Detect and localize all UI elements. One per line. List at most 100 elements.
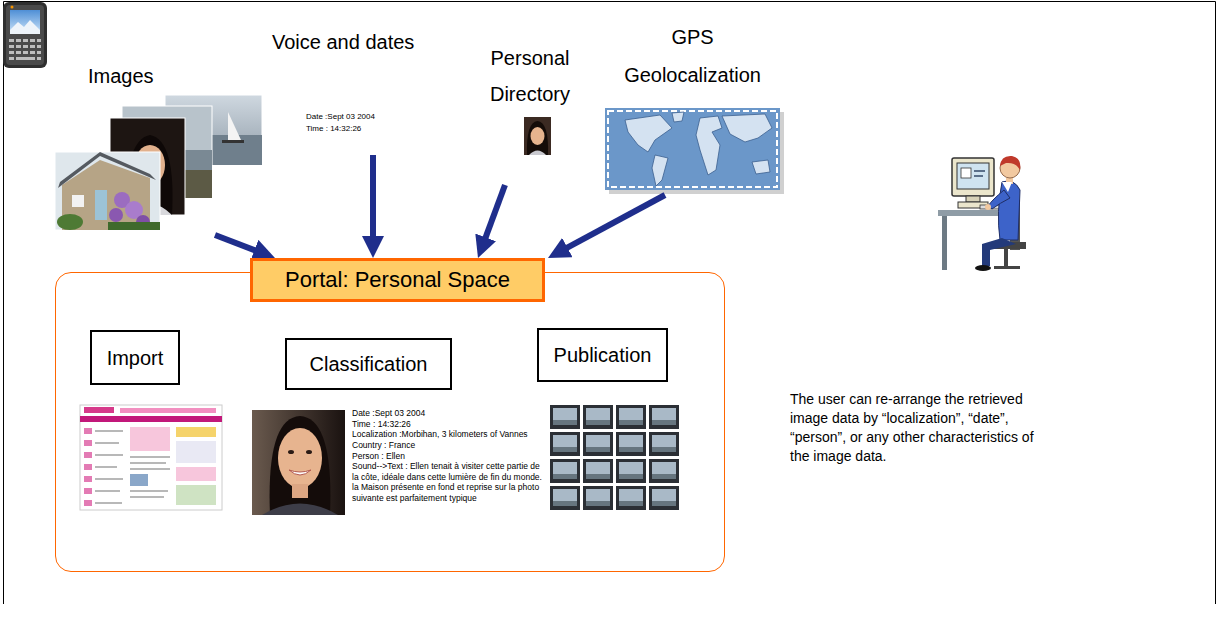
phone-icon xyxy=(16,51,21,54)
import-screenshot xyxy=(84,428,92,506)
phone-icon xyxy=(11,6,14,9)
import-screenshot xyxy=(80,405,222,510)
process-box: Import xyxy=(90,330,180,385)
photo-stack xyxy=(108,222,160,230)
import-screenshot xyxy=(130,490,168,492)
contact-photo xyxy=(524,117,551,155)
import-screenshot xyxy=(130,474,148,486)
phone-icon xyxy=(10,10,40,34)
import-screenshot xyxy=(95,502,122,504)
flow-arrow xyxy=(370,155,376,244)
connector-group xyxy=(215,155,665,253)
computer-user-clipart xyxy=(974,170,985,172)
import-screenshot xyxy=(130,462,166,464)
person-photo xyxy=(292,484,308,498)
world-map xyxy=(605,108,784,194)
phone-icon xyxy=(9,39,41,60)
text-slot: Time : 14:32:26 xyxy=(306,124,361,134)
source-label: Personal Directory xyxy=(478,40,582,112)
metadata-text: Localization :Morbihan, 3 kilometers of … xyxy=(352,429,547,440)
import-screenshot xyxy=(176,427,216,437)
phone-icon xyxy=(37,45,41,48)
phone-icon xyxy=(9,39,14,42)
person-photo xyxy=(252,410,345,515)
phone-icon xyxy=(6,5,44,65)
import-screenshot xyxy=(80,405,222,510)
text-slot: Voice and dates xyxy=(272,30,414,54)
metadata-text: Sound-->Text : Ellen tenait à visiter ce… xyxy=(352,461,547,504)
import-screenshot xyxy=(95,478,123,480)
directory-source: Personal Directory xyxy=(468,40,592,185)
flow-arrow xyxy=(215,235,262,253)
gps-source: GPS Geolocalization xyxy=(600,18,785,195)
import-screenshot xyxy=(84,440,92,446)
computer-user-clipart xyxy=(942,216,947,270)
import-screenshot xyxy=(80,416,222,422)
world-map xyxy=(608,111,777,187)
import-screenshot xyxy=(95,430,123,432)
person-photo xyxy=(278,428,322,488)
import-screenshot xyxy=(130,456,170,458)
world-map xyxy=(672,112,684,122)
phone-icon xyxy=(37,51,41,54)
phone-icon xyxy=(10,20,40,34)
phone-icon xyxy=(30,39,35,42)
import-screenshot xyxy=(176,485,216,505)
import-screenshot xyxy=(84,464,92,470)
phone-icon xyxy=(3,2,47,68)
import-screenshot xyxy=(176,441,216,463)
computer-user-clipart xyxy=(1000,156,1020,170)
computer-user-clipart xyxy=(966,196,980,202)
phone-icon xyxy=(9,57,14,60)
person-photo xyxy=(262,504,338,516)
source-detail: Date :Sept 03 2004 xyxy=(306,112,375,122)
contact-photo xyxy=(524,117,551,155)
portal-heading-box: Portal: Personal Space xyxy=(250,258,545,302)
photo-stack xyxy=(109,208,123,222)
source-label: Images xyxy=(88,64,154,88)
import-screenshot xyxy=(120,408,216,413)
photo-stack xyxy=(58,152,156,188)
person-photo xyxy=(288,450,294,454)
computer-user-clipart xyxy=(975,265,991,271)
computer-user-clipart xyxy=(994,266,1020,269)
import-screenshot xyxy=(95,466,117,468)
text-slot: Images xyxy=(88,64,154,88)
figure-frame xyxy=(4,2,1216,605)
voice-source: Voice and datesDate :Sept 03 2004Time : … xyxy=(265,28,460,155)
computer-user-clipart xyxy=(957,163,989,189)
description-note-block: The user can re-arrange the retrieved im… xyxy=(790,390,1048,466)
person-photo xyxy=(306,450,312,454)
publication-thumbnails xyxy=(550,405,679,510)
phone-icon xyxy=(30,45,35,48)
computer-user-clipart xyxy=(1004,249,1008,267)
import-screenshot xyxy=(84,452,92,458)
figure-frame xyxy=(4,2,1216,605)
box-label: Classification xyxy=(310,352,428,376)
source-label: Voice and dates xyxy=(272,30,414,54)
text-slot: Personal Directory xyxy=(478,40,582,112)
world-map xyxy=(752,160,770,174)
import-screenshot xyxy=(84,476,92,482)
flow-arrow xyxy=(483,185,505,245)
contact-photo xyxy=(531,127,545,145)
import-screenshot xyxy=(95,490,120,492)
world-map xyxy=(625,115,672,152)
source-detail: Time : 14:32:26 xyxy=(306,124,361,134)
computer-user-clipart xyxy=(998,181,1020,240)
image-source: Images xyxy=(55,62,265,235)
photo-stack xyxy=(95,190,107,220)
text-slot: GPS Geolocalization xyxy=(618,18,768,94)
computer-user-clipart xyxy=(952,158,994,196)
photo-stack xyxy=(72,195,84,207)
phone-icon xyxy=(37,39,41,42)
import-screenshot xyxy=(84,428,92,434)
phone-icon xyxy=(16,39,21,42)
phone-icon xyxy=(30,51,35,54)
import-screenshot xyxy=(84,488,92,494)
computer-user-clipart xyxy=(974,175,983,177)
process-box: Publication xyxy=(537,328,668,382)
metadata-text: Country : France xyxy=(352,440,547,451)
